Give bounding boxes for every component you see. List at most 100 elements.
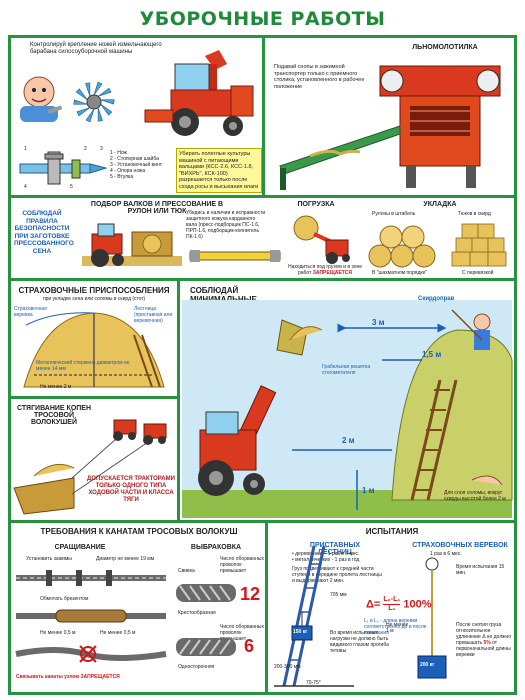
drag-heading: СТЯГИВАНИЕ КОПЕН ТРОСОВОЙ ВОЛОКУШЕЙ (16, 405, 92, 426)
stack2-label: Тюков в скирд (458, 211, 491, 217)
harvester-caption: Контролируй крепление ножей измельчающег… (30, 42, 162, 55)
ladder-label: Лестница (приставная или веревочная) (134, 306, 173, 324)
frame-left (8, 35, 11, 695)
ladder-test-illustration (274, 545, 354, 687)
twist-label: Свивка (178, 568, 195, 574)
divider-top-vertical (262, 38, 265, 196)
grab-label: Грабельная решетка стогометателя (322, 364, 371, 376)
callout-1: 1 (24, 146, 27, 152)
distance-1m: 1 м (362, 486, 375, 495)
loading-forbidden: ЗАПРЕЩАЕТСЯ (312, 270, 353, 276)
elongation-formula: Δ= L₂-L₁ L₁ 100% (366, 596, 432, 613)
harvester-warning: Убирать полеглые культуры машиной с пита… (176, 148, 262, 193)
length-label: Не менее 2 м (40, 384, 72, 390)
clamps-label: Установить зажимы (26, 556, 72, 562)
divider-band-top (8, 195, 517, 198)
cables-heading: ТРЕБОВАНИЯ К КАНАТАМ ТРОСОВЫХ ВОЛОКУШ (40, 527, 238, 536)
ladders-frequency: • деревянных - 1 раз в 6 мес. • металлич… (292, 551, 382, 563)
callout-5: 5 (70, 184, 73, 190)
divider-mid-vertical (177, 281, 180, 521)
one-side-lay-cable-icon (176, 638, 236, 656)
callout-2: 2 (84, 146, 87, 152)
rope-weight: 200 кг (420, 662, 435, 668)
broken-wires-b: Число оборванных проволок превышает (220, 624, 264, 642)
cross-lay-cable-icon (176, 584, 236, 602)
broken-wires-a: Число оборванных проволок превышает (220, 556, 264, 574)
distances-note: Для слоя соломы, вокруг скирды высотой б… (444, 490, 506, 502)
stack2-caption: С перевязкой (462, 270, 494, 276)
ladders-heading: ПРИСТАВНЫХ ЛЕСТНИЦ (309, 542, 361, 556)
ladder-dim-200-300: 200-300 мм (274, 664, 301, 670)
ladder-note: Во время испытания нагрузки не должно бы… (330, 630, 389, 654)
flax-thresher-illustration (279, 65, 501, 190)
loading-rule: Находиться под грузом и в зоне работ (287, 264, 363, 276)
rope-dim: Не менее 1 м (386, 622, 409, 634)
cross-lay-limit: 12 (240, 584, 261, 604)
spliced-cable-illustration (15, 570, 167, 663)
cross-lay-label: Крестообразная (178, 610, 216, 616)
legend-item: 3 - Установочный винт (110, 162, 163, 168)
ropes-note-pct: 5% (483, 640, 491, 646)
ladders-frequency-item: • металлических - 1 раз в год (292, 557, 360, 563)
forage-harvester-illustration (144, 50, 254, 136)
legend-item: 2 - Стопорная шайба (110, 156, 159, 162)
ropes-note-b: от первоначальной длины веревки (456, 640, 511, 658)
loading-text: Находиться под грузом и в зоне работ ЗАП… (284, 264, 366, 276)
loader-illustration (293, 215, 350, 264)
formula-lhs: Δ= (366, 598, 381, 611)
ropes-heading: СТРАХОВОЧНЫХ ВЕРЕВОК (412, 542, 508, 549)
safety-devices-subheading: при укладке сена или соломы в скирд (сто… (42, 296, 146, 302)
formula-percent: 100% (403, 598, 432, 611)
divider-top (8, 35, 517, 38)
stack1-label: Рулоны в штабель (372, 211, 416, 217)
formula-denominator: L₁ (388, 605, 396, 612)
stacker-distances-illustration (182, 300, 513, 518)
cable-drag-illustration (13, 419, 167, 515)
roll-stack-illustration (368, 225, 436, 268)
legend-item: 1 - Нож (110, 150, 127, 156)
wrap-label: Обмотать брезентом (40, 596, 89, 602)
safety-devices-heading: СТРАХОВОЧНЫЕ ПРИСПОСОБЛЕНИЯ (18, 286, 170, 295)
skirdoprav-label: Скирдоправ (418, 296, 455, 302)
rope-test-illustration (417, 557, 447, 679)
stack1-caption: В "шахматном порядке" (372, 270, 428, 276)
frame-right (514, 35, 517, 695)
bale-stack-illustration (451, 223, 507, 267)
loading-heading: ПОГРУЗКА (297, 201, 335, 208)
divider-band-bottom (8, 278, 517, 281)
one-side-lay-limit: 6 (244, 636, 255, 656)
length-05a-label: Не менее 0,5 м (40, 630, 76, 636)
ropes-definition: L₁ и L₂ - длина веревки соответственно д… (364, 618, 427, 636)
divider-mid-left (8, 396, 180, 399)
divider-footer (8, 692, 517, 695)
farmer-illustration (20, 76, 63, 122)
callout-3: 3 (100, 146, 103, 152)
rope-label: Страховочная веревка (14, 306, 47, 318)
drag-note: ДОПУСКАЕТСЯ ТРАКТОРАМИ ТОЛЬКО ОДНОГО ТИП… (87, 476, 175, 503)
splice-heading: СРАЩИВАНИЕ (54, 544, 106, 551)
legend-item: 5 - Втулка (110, 174, 134, 180)
one-side-lay-label: Односторонняя (178, 664, 215, 670)
ropes-time: Время испытания 15 мин. (456, 564, 505, 576)
ropes-note-a: После снятия груза относительное удлинен… (456, 622, 512, 646)
formula-numerator: L₂-L₁ (383, 596, 401, 605)
cardan-shaft-icon (189, 250, 281, 262)
knife-drum-icon (73, 81, 115, 123)
distance-2m: 2 м (342, 436, 355, 445)
thresher-heading: ЛЬНОМОЛОТИЛКА (412, 44, 478, 51)
stacking-heading: УКЛАДКА (423, 201, 457, 208)
distance-3m: 3 м (372, 318, 385, 327)
pickup-text: Убедись в наличии и исправности защитног… (186, 210, 266, 240)
baler-tractor-illustration (82, 223, 182, 267)
callout-4: 4 (24, 184, 27, 190)
length-05b-label: Не менее 0,5 м (100, 630, 136, 636)
distance-1-5m: 1,5 м (422, 350, 442, 359)
ladders-text: Груз подвешивают к средней части ступени… (292, 566, 382, 584)
ladder-angle: 70-75° (306, 680, 321, 686)
haystack-safety-illustration (23, 312, 165, 388)
reject-heading: ВЫБРАКОВКА (190, 544, 242, 551)
rod-label: Металлический стержень диаметром не мене… (36, 360, 130, 372)
page-title: УБОРОЧНЫЕ РАБОТЫ (139, 8, 386, 30)
knife-mount-diagram (19, 151, 108, 185)
divider-bottom-vertical (265, 523, 268, 693)
